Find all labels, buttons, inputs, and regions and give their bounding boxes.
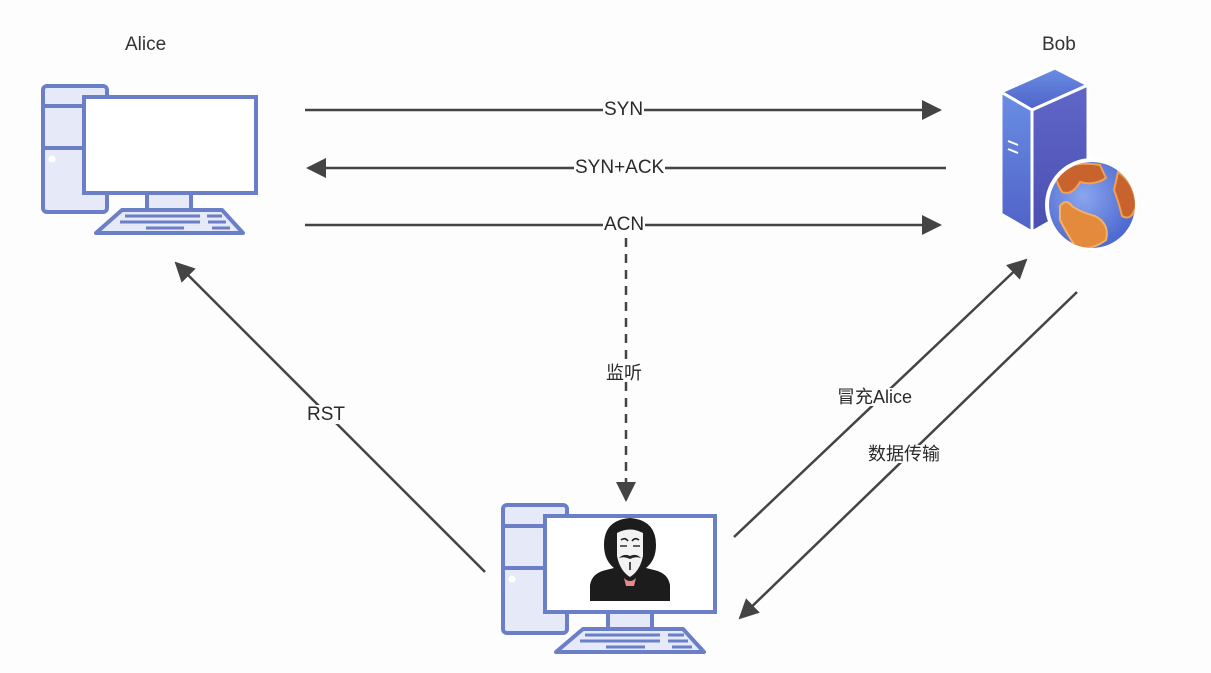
hacker-mask-icon [590, 518, 670, 601]
alice-computer-icon[interactable] [41, 84, 258, 235]
alice-label: Alice [125, 34, 167, 55]
attacker-computer-icon[interactable] [501, 503, 717, 654]
bob-server-icon[interactable] [999, 66, 1139, 252]
data-transfer-label: 数据传输 [867, 444, 941, 464]
syn-ack-label: SYN+ACK [574, 157, 666, 178]
acn-label: ACN [603, 214, 646, 235]
impersonate-label: 冒充Alice [836, 387, 914, 407]
sniff-label: 监听 [605, 363, 643, 383]
syn-label: SYN [603, 99, 645, 120]
bob-label: Bob [1042, 34, 1076, 55]
globe-icon [1045, 158, 1139, 252]
rst-label: RST [306, 404, 346, 425]
